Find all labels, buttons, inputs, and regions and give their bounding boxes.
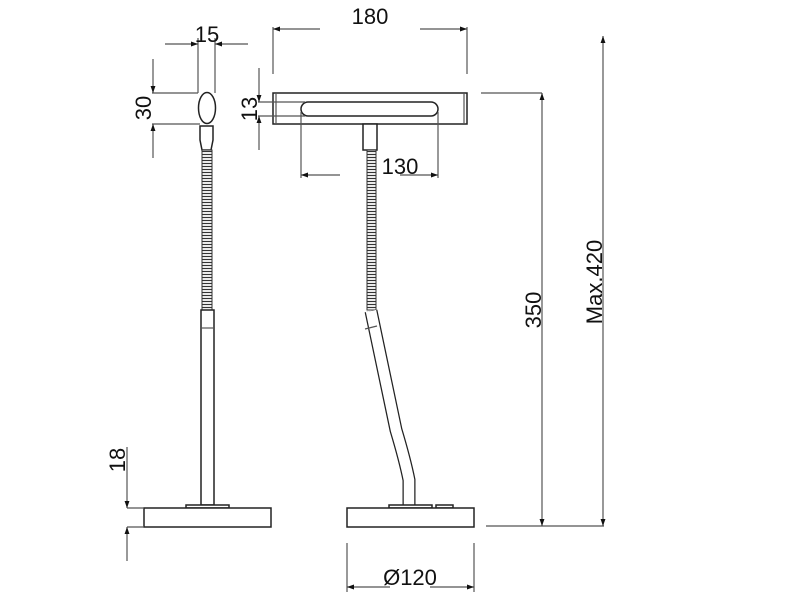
side-base	[143, 507, 272, 528]
height-dimensions: 350 Max.420	[481, 36, 607, 527]
dim-head-height-side: 30	[131, 96, 156, 120]
dim-base-height: 18	[105, 448, 130, 472]
front-neck	[362, 123, 378, 151]
side-head	[197, 91, 217, 125]
front-base	[346, 507, 475, 528]
front-gooseneck	[366, 149, 377, 311]
front-view: 180 13 130 Ø120	[237, 4, 475, 592]
side-view: 15 30 18	[105, 22, 272, 561]
side-neck	[199, 125, 214, 151]
dim-base-diameter: Ø120	[383, 565, 437, 590]
side-gooseneck	[201, 149, 213, 311]
side-stem	[200, 309, 215, 506]
dim-head-width: 180	[352, 4, 389, 29]
dim-max-height: Max.420	[582, 240, 607, 324]
dim-head-height-front: 13	[237, 97, 262, 121]
dim-head-thickness: 15	[195, 22, 219, 47]
light-slot	[300, 101, 439, 117]
dim-light-length: 130	[382, 154, 419, 179]
dim-lamp-height: 350	[521, 292, 546, 329]
